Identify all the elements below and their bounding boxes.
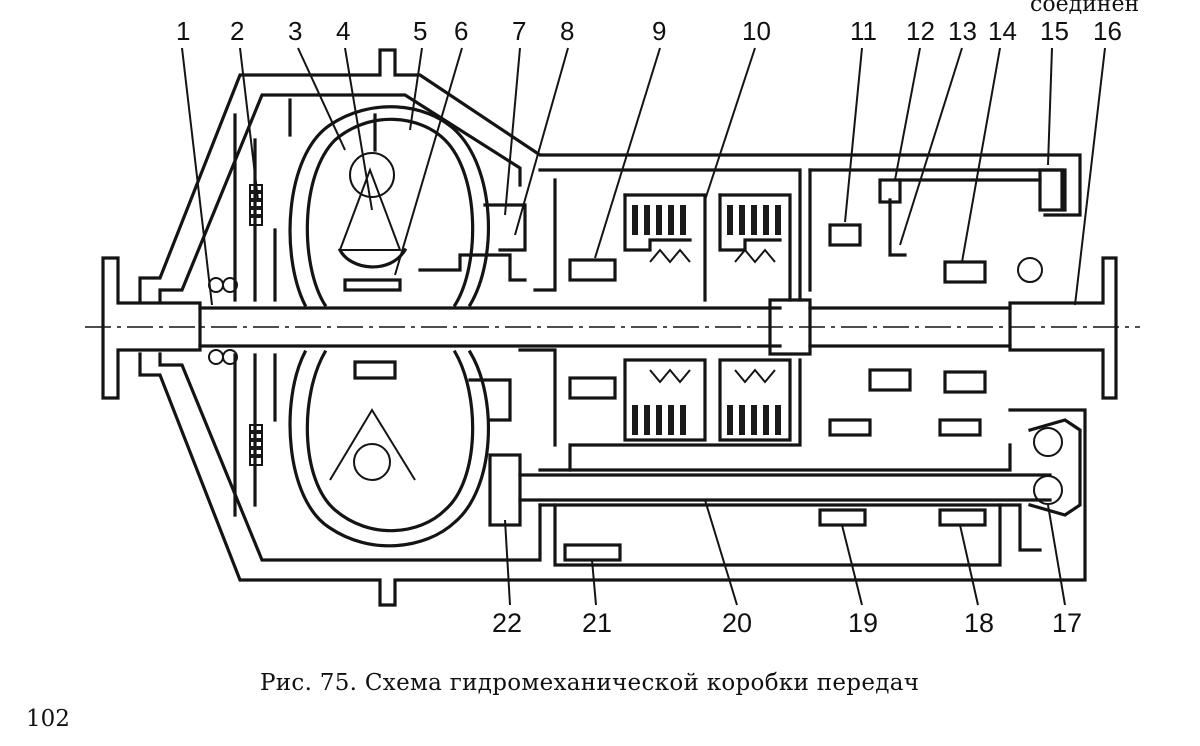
callout-numbers-top: 1 2 3 4 5 6 7 8 9 10 11 12 13 14 15 16 [176, 16, 1122, 46]
callout-leaders [181, 47, 1106, 606]
callout-3: 3 [288, 16, 302, 46]
callout-18: 18 [964, 608, 994, 638]
callout-19: 19 [848, 608, 878, 638]
output-flange [1008, 256, 1118, 400]
torque-converter-lower [288, 349, 490, 548]
callout-1: 1 [176, 16, 190, 46]
output-shaft [808, 306, 1012, 348]
callout-13: 13 [948, 16, 977, 46]
callout-2: 2 [230, 16, 244, 46]
callout-11: 11 [850, 16, 877, 46]
callout-5: 5 [413, 16, 427, 46]
stator-support [418, 203, 557, 447]
callout-7: 7 [512, 16, 526, 46]
multi-disc-clutch-first [623, 193, 707, 442]
callout-15: 15 [1040, 16, 1069, 46]
page-number: 102 [26, 706, 70, 732]
callout-14: 14 [988, 16, 1017, 46]
casing-walls [533, 168, 1067, 567]
callout-numbers-bottom: 22 21 20 19 18 17 [492, 608, 1082, 638]
callout-9: 9 [652, 16, 666, 46]
callout-21: 21 [582, 608, 612, 638]
callout-4: 4 [336, 16, 350, 46]
callout-10: 10 [742, 16, 771, 46]
main-shaft-gears [568, 168, 1064, 400]
callout-6: 6 [454, 16, 468, 46]
input-shaft [198, 306, 782, 348]
callout-8: 8 [560, 16, 574, 46]
housing-outline [138, 48, 1087, 607]
input-flange [101, 256, 202, 400]
callout-22: 22 [492, 608, 522, 638]
multi-disc-clutch-second [718, 193, 792, 442]
callout-17: 17 [1052, 608, 1082, 638]
running-header-fragment: соединен [1030, 0, 1140, 17]
figure-caption: Рис. 75. Схема гидромеханической коробки… [260, 670, 920, 696]
shaft-coupling [768, 298, 812, 356]
callout-20: 20 [722, 608, 752, 638]
callout-16: 16 [1093, 16, 1122, 46]
callout-12: 12 [906, 16, 935, 46]
